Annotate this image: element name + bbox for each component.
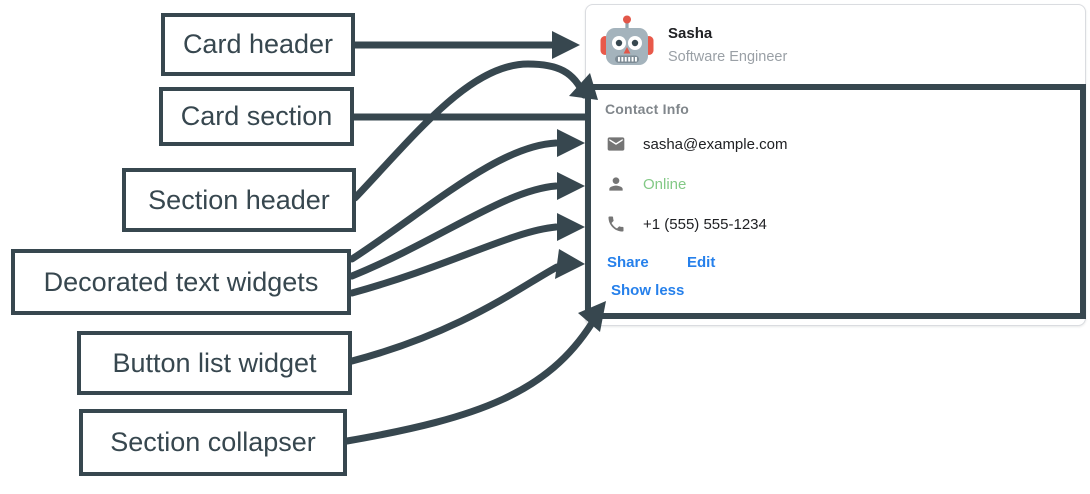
show-less-button[interactable]: Show less [611,282,685,299]
arrow-button-list [348,263,561,365]
arrow-decorated-email [348,139,560,263]
annotation-card-section: Card section [159,87,354,146]
status-text: Online [643,175,687,193]
annotation-decorated-text-widgets: Decorated text widgets [11,249,351,315]
share-button[interactable]: Share [607,254,649,271]
user-role: Software Engineer [668,49,788,65]
annotation-button-list-widget: Button list widget [77,331,352,395]
email-text: sasha@example.com [643,135,788,153]
robot-avatar-icon [600,15,654,65]
section-header: Contact Info [605,101,690,117]
annotation-section-collapser: Section collapser [79,409,347,476]
profile-card [585,4,1086,326]
arrowhead-button-list [555,249,585,279]
arrow-decorated-online [348,182,560,280]
person-icon [609,177,623,191]
phone-text: +1 (555) 555-1234 [643,215,767,233]
contact-row-phone: +1 (555) 555-1234 [606,211,767,237]
arrowhead-online [557,172,585,200]
contact-row-status: Online [606,171,686,197]
arrowhead-email [557,129,585,157]
annotation-card-header: Card header [161,13,355,76]
annotation-section-header: Section header [122,168,356,232]
contact-row-email: sasha@example.com [606,131,787,157]
arrow-section-collapser [343,319,596,445]
phone-icon [608,216,624,232]
arrow-section-header [351,60,588,202]
user-name: Sasha [668,25,713,42]
arrow-decorated-phone [348,223,560,297]
edit-button[interactable]: Edit [687,254,716,271]
email-icon [607,137,625,151]
arrowhead-card-header [552,31,580,59]
arrowhead-phone [557,213,585,241]
